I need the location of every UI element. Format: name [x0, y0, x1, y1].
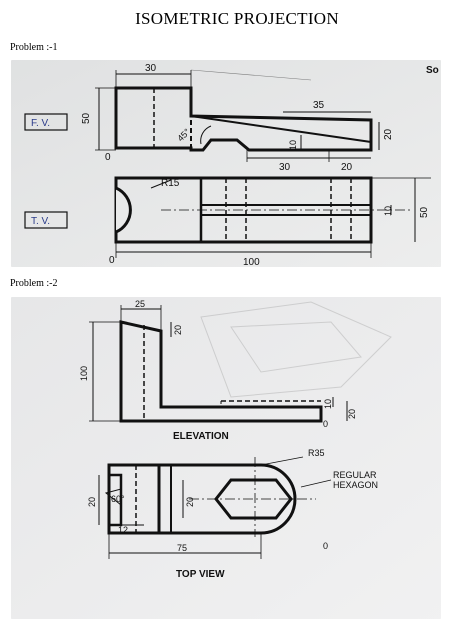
dim-overall: 100	[243, 257, 260, 267]
p2-dim-radius: R35	[308, 448, 325, 458]
problem-2-label: Problem :-2	[10, 278, 58, 289]
p2-dim-left-20: 20	[87, 497, 97, 507]
dim-height: 50	[81, 112, 92, 124]
p2-dim-small-12: 12	[118, 525, 128, 535]
p2-origin-e: 0	[323, 419, 328, 429]
p2-dim-right-10: 10	[323, 399, 333, 409]
tv-label: T. V.	[31, 216, 50, 227]
dim-slot-depth: 10	[288, 140, 298, 150]
hexagon-label-1: REGULAR	[333, 470, 377, 480]
p2-dim-right-20: 20	[347, 409, 357, 419]
dim-radius: R15	[161, 178, 180, 189]
origin-1: 0	[105, 152, 111, 163]
problem-1-drawing: F. V. T. V. So 30 50 35 20 10 30 20 45° …	[11, 60, 441, 267]
dim-slope: 35	[313, 100, 325, 111]
page-title: ISOMETRIC PROJECTION	[135, 9, 339, 28]
dim-tv-10: 10	[383, 206, 393, 216]
p2-dim-top-20: 20	[173, 325, 183, 335]
p2-dim-overall: 75	[177, 543, 187, 553]
problem-2-drawing: 25 20 100 10 20 0 R35 REGULAR HEXAGON 20…	[11, 297, 441, 619]
origin-2: 0	[109, 255, 115, 266]
fv-label: F. V.	[31, 118, 50, 129]
p2-dim-height: 100	[79, 366, 89, 381]
problem-1-label: Problem :-1	[10, 42, 58, 53]
dim-top-width: 30	[145, 63, 157, 74]
dim-right-h: 20	[383, 128, 394, 140]
dim-bottom-b: 20	[341, 162, 353, 173]
p2-dim-top-w: 25	[135, 299, 145, 309]
p2-dim-inner-20: 20	[185, 497, 195, 507]
hexagon-label-2: HEXAGON	[333, 480, 378, 490]
corner-text: So	[426, 65, 439, 76]
p2-origin-t: 0	[323, 541, 328, 551]
dim-tv-50: 50	[419, 206, 430, 218]
top-view-outline	[159, 463, 297, 535]
elevation-label: ELEVATION	[173, 431, 229, 442]
dim-bottom-a: 30	[279, 162, 291, 173]
p2-dim-angle: 60°	[111, 494, 125, 504]
top-view-label: TOP VIEW	[176, 569, 225, 580]
top-view-left-box	[107, 463, 161, 535]
